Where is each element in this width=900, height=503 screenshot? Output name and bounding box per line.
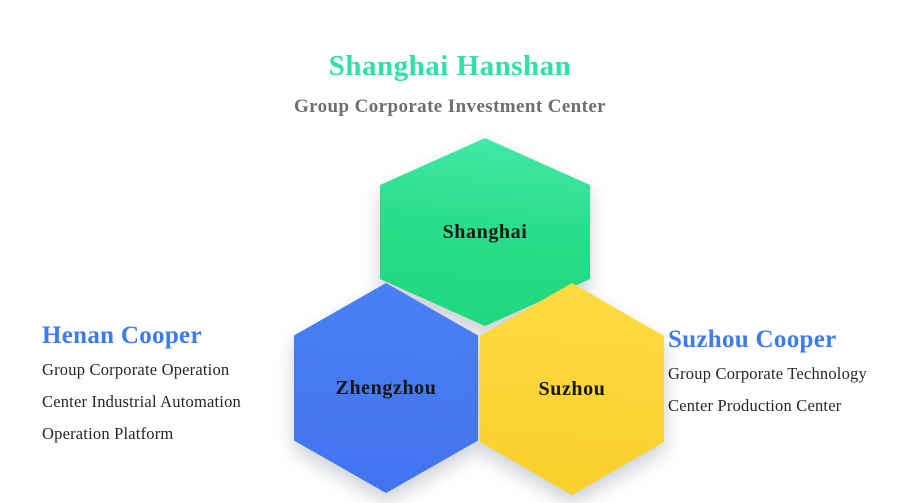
left-annotation-line: Group Corporate Operation	[42, 360, 230, 379]
hexagon-suzhou-label: Suzhou	[538, 377, 606, 400]
hexagon-zhengzhou-shape: Zhengzhou	[294, 283, 478, 493]
left-annotation-line: Center Industrial Automation	[42, 392, 241, 411]
page-title: Shanghai Hanshan	[328, 50, 572, 82]
right-annotation-heading: Suzhou Cooper	[668, 326, 837, 353]
left-annotation-line: Operation Platform	[42, 424, 174, 443]
hexagon-shanghai: Shanghai	[380, 138, 590, 326]
left-annotation-heading: Henan Cooper	[42, 322, 202, 349]
page-subtitle: Group Corporate Investment Center	[293, 96, 607, 117]
right-annotation-line: Group Corporate Technology	[668, 364, 867, 383]
right-annotation-block: Suzhou Cooper Group Corporate Technology…	[668, 326, 867, 428]
hexagon-suzhou: Suzhou	[480, 283, 664, 495]
hexagon-zhengzhou: Zhengzhou	[294, 283, 478, 493]
left-annotation-block: Henan Cooper Group Corporate Operation C…	[42, 322, 241, 456]
hexagon-suzhou-shape: Suzhou	[480, 283, 664, 495]
hexagon-zhengzhou-label: Zhengzhou	[335, 376, 437, 399]
right-annotation-line: Center Production Center	[668, 396, 842, 415]
hexagon-shanghai-label: Shanghai	[442, 220, 528, 243]
